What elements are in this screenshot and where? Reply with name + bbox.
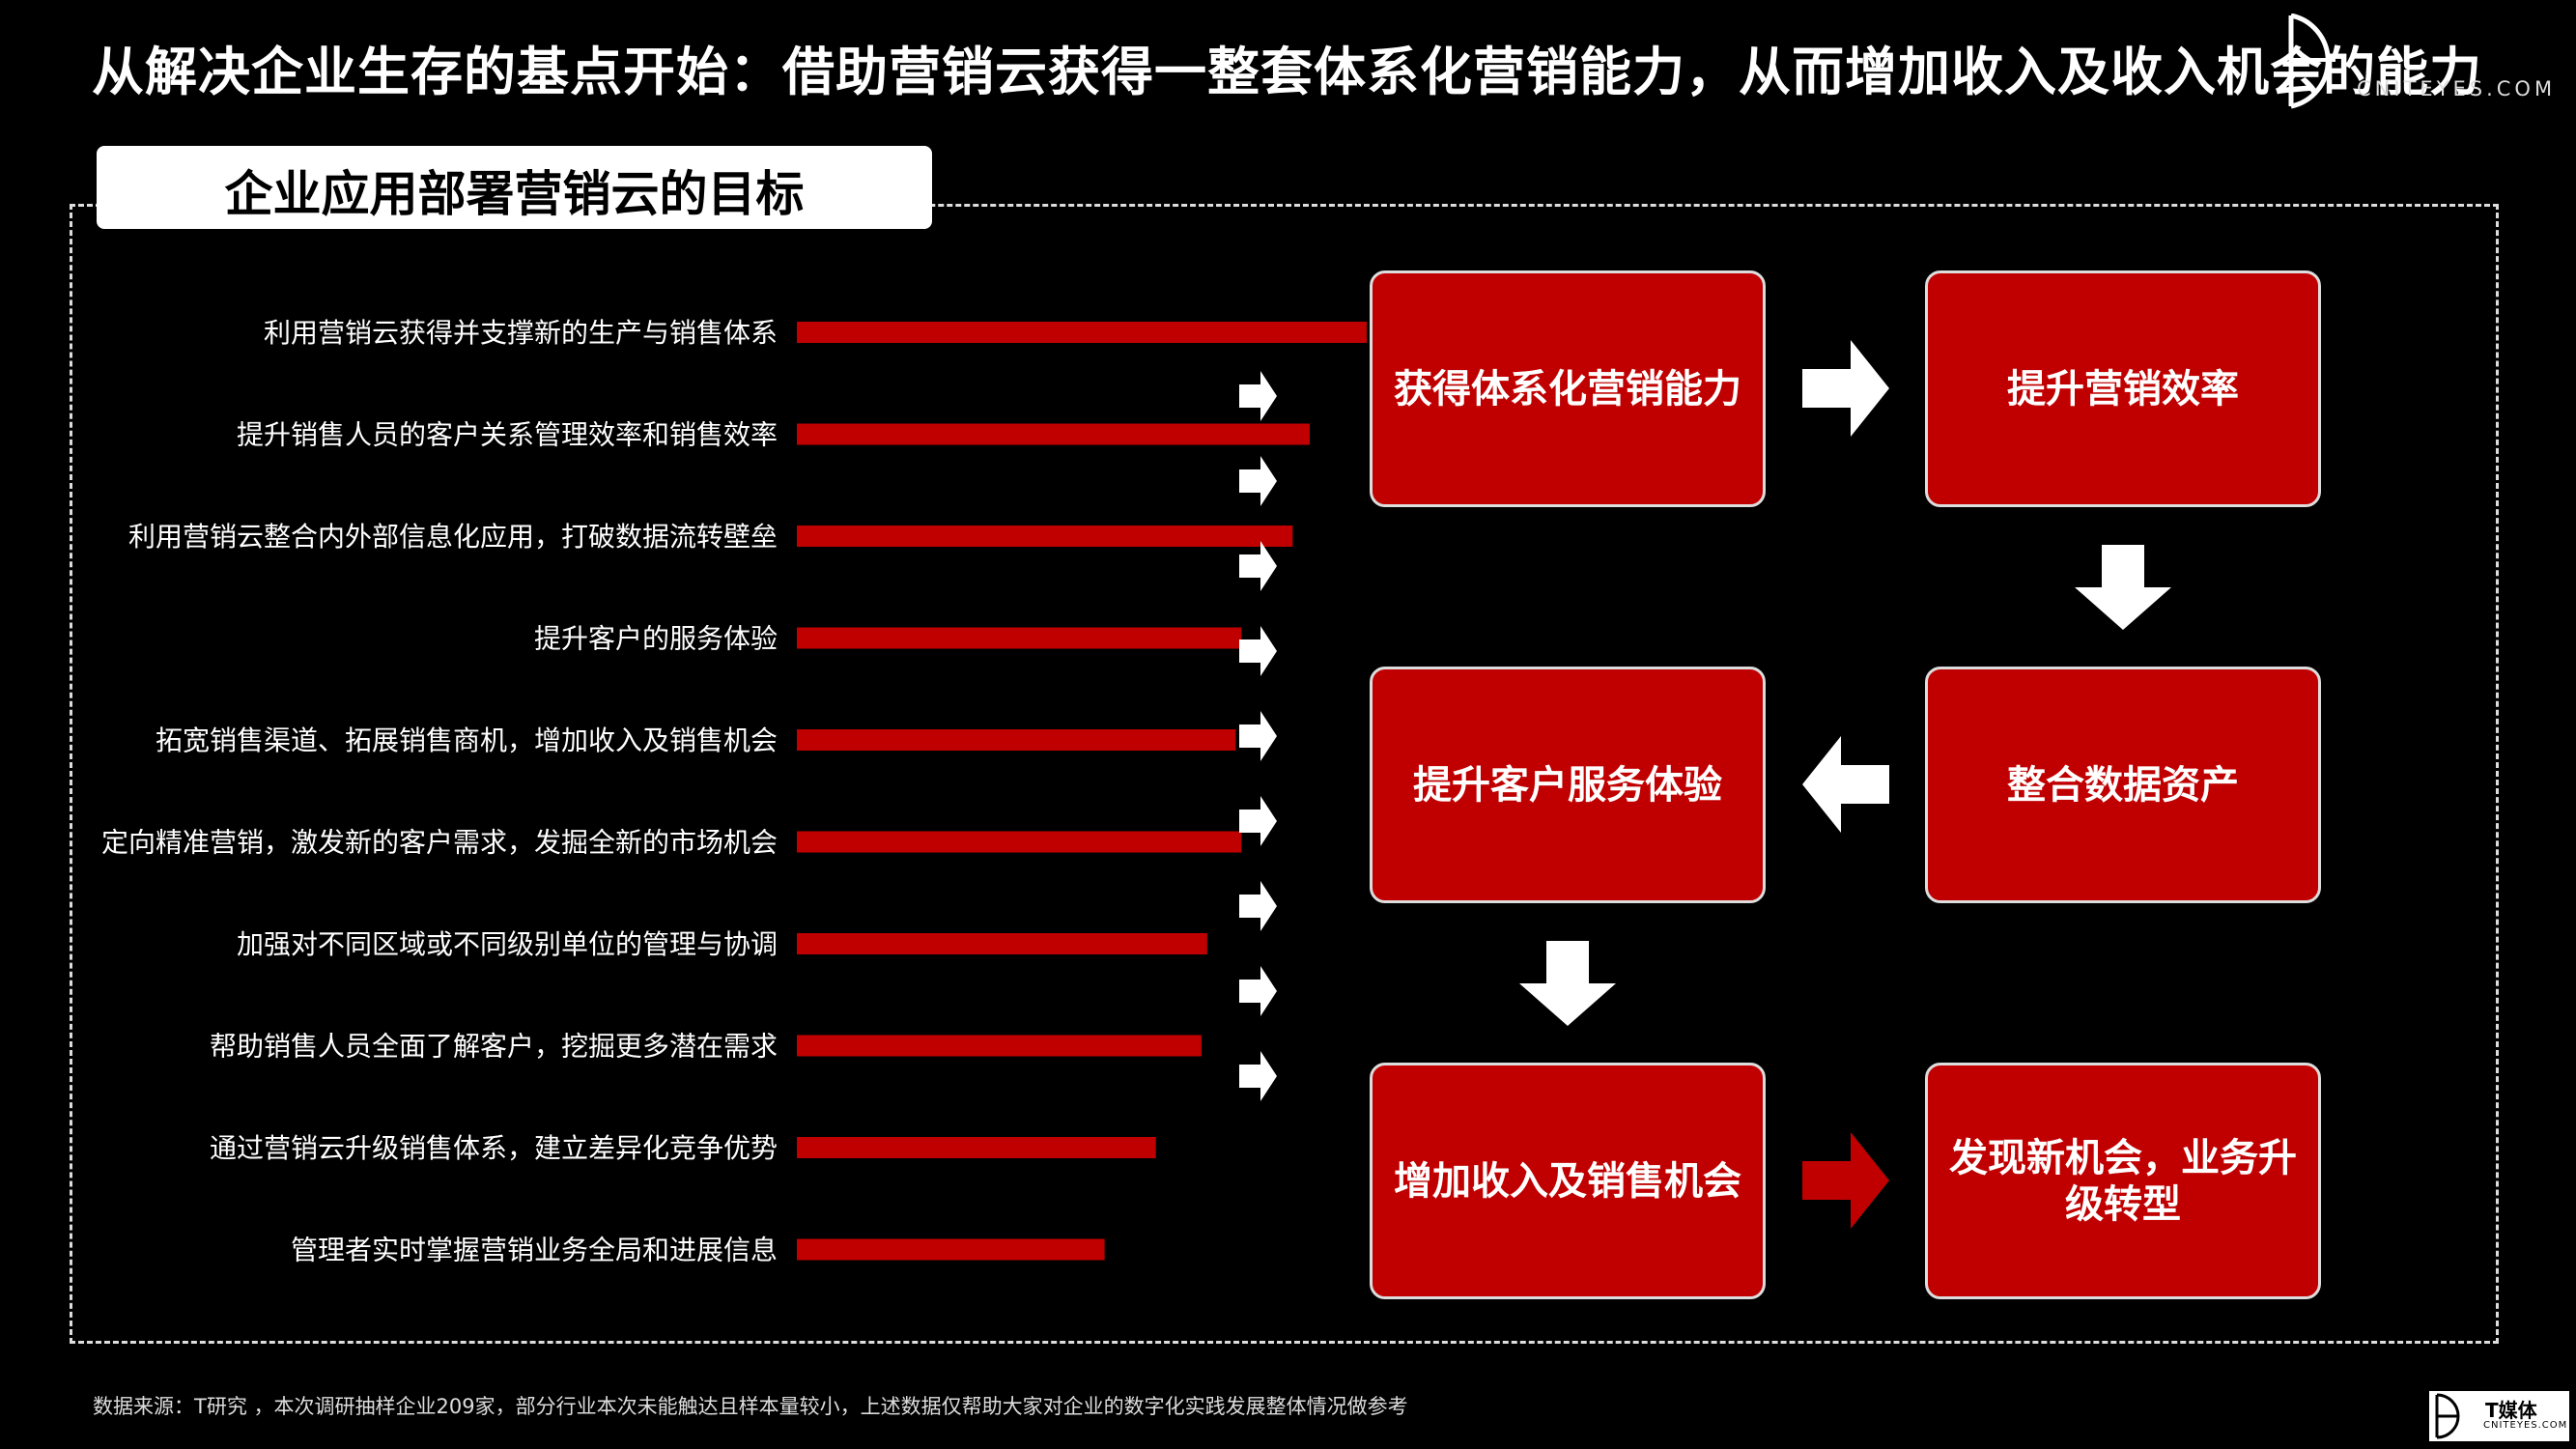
bar-label: 利用营销云整合内外部信息化应用，打破数据流转壁垒 [128, 521, 778, 553]
right-arrow-icon [1802, 340, 1889, 437]
right-arrow-icon [1239, 796, 1277, 846]
down-arrow-icon [1519, 941, 1616, 1026]
footer-logo-en: CNITEYES.COM [2483, 1420, 2568, 1431]
bar [797, 933, 1207, 954]
footer-logo-cn: T媒体 [2485, 1399, 2537, 1422]
right-arrow-icon [1239, 541, 1277, 591]
bar [797, 1238, 1105, 1261]
bar-label: 定向精准营销，激发新的客户需求，发掘全新的市场机会 [101, 827, 778, 859]
content-frame [70, 204, 2499, 1344]
flow-box-efficiency: 提升营销效率 [1925, 270, 2321, 507]
right-arrow-icon [1239, 626, 1277, 676]
data-source-note: 数据来源：T研究 ，本次调研抽样企业209家，部分行业本次未能触达且样本量较小，… [93, 1395, 1408, 1418]
section-heading: 企业应用部署营销云的目标 [97, 146, 932, 229]
flow-box-capability: 获得体系化营销能力 [1370, 270, 1766, 507]
bar [797, 322, 1367, 343]
bar-label: 帮助销售人员全面了解客户，挖掘更多潜在需求 [210, 1031, 778, 1063]
footer-logo: T媒体 CNITEYES.COM [2429, 1391, 2569, 1441]
flow-box-revenue: 增加收入及销售机会 [1370, 1063, 1766, 1299]
brand-logo-text: CNITEYES.COM [2357, 77, 2557, 100]
right-arrow-icon [1239, 711, 1277, 761]
right-arrow-icon [1239, 1051, 1277, 1101]
bar-label: 通过营销云升级销售体系，建立差异化竞争优势 [210, 1132, 778, 1164]
right-arrow-icon [1239, 371, 1277, 421]
down-arrow-icon [2075, 545, 2171, 630]
section-heading-text: 企业应用部署营销云的目标 [224, 166, 805, 222]
brand-logo-icon [2288, 13, 2335, 109]
right-arrow-icon [1239, 966, 1277, 1016]
bar-label: 拓宽销售渠道、拓展销售商机，增加收入及销售机会 [156, 724, 778, 756]
flow-box-customer-service: 提升客户服务体验 [1370, 667, 1766, 903]
bar [797, 831, 1242, 853]
right-arrow-icon [1239, 881, 1277, 931]
bar [797, 627, 1242, 649]
bar-label: 提升客户的服务体验 [534, 623, 778, 655]
footer-logo-icon [2435, 1393, 2460, 1439]
bar [797, 1035, 1202, 1057]
right-arrow-icon [1802, 1132, 1889, 1229]
bar-label: 提升销售人员的客户关系管理效率和销售效率 [237, 419, 778, 451]
right-arrow-icon [1239, 456, 1277, 506]
page-title: 从解决企业生存的基点开始：借助营销云获得一整套体系化营销能力，从而增加收入及收入… [92, 42, 2482, 102]
bar [797, 729, 1236, 751]
flow-box-data-assets: 整合数据资产 [1925, 667, 2321, 903]
left-arrow-icon [1802, 736, 1889, 833]
bar [797, 423, 1310, 445]
bar [797, 1137, 1156, 1158]
bar [797, 526, 1293, 547]
flow-box-transformation: 发现新机会，业务升级转型 [1925, 1063, 2321, 1299]
brand-logo: CNITEYES.COM [2287, 13, 2552, 110]
bar-label: 管理者实时掌握营销业务全局和进展信息 [291, 1235, 778, 1266]
bar-label: 加强对不同区域或不同级别单位的管理与协调 [237, 928, 778, 960]
bar-label: 利用营销云获得并支撑新的生产与销售体系 [264, 317, 778, 349]
